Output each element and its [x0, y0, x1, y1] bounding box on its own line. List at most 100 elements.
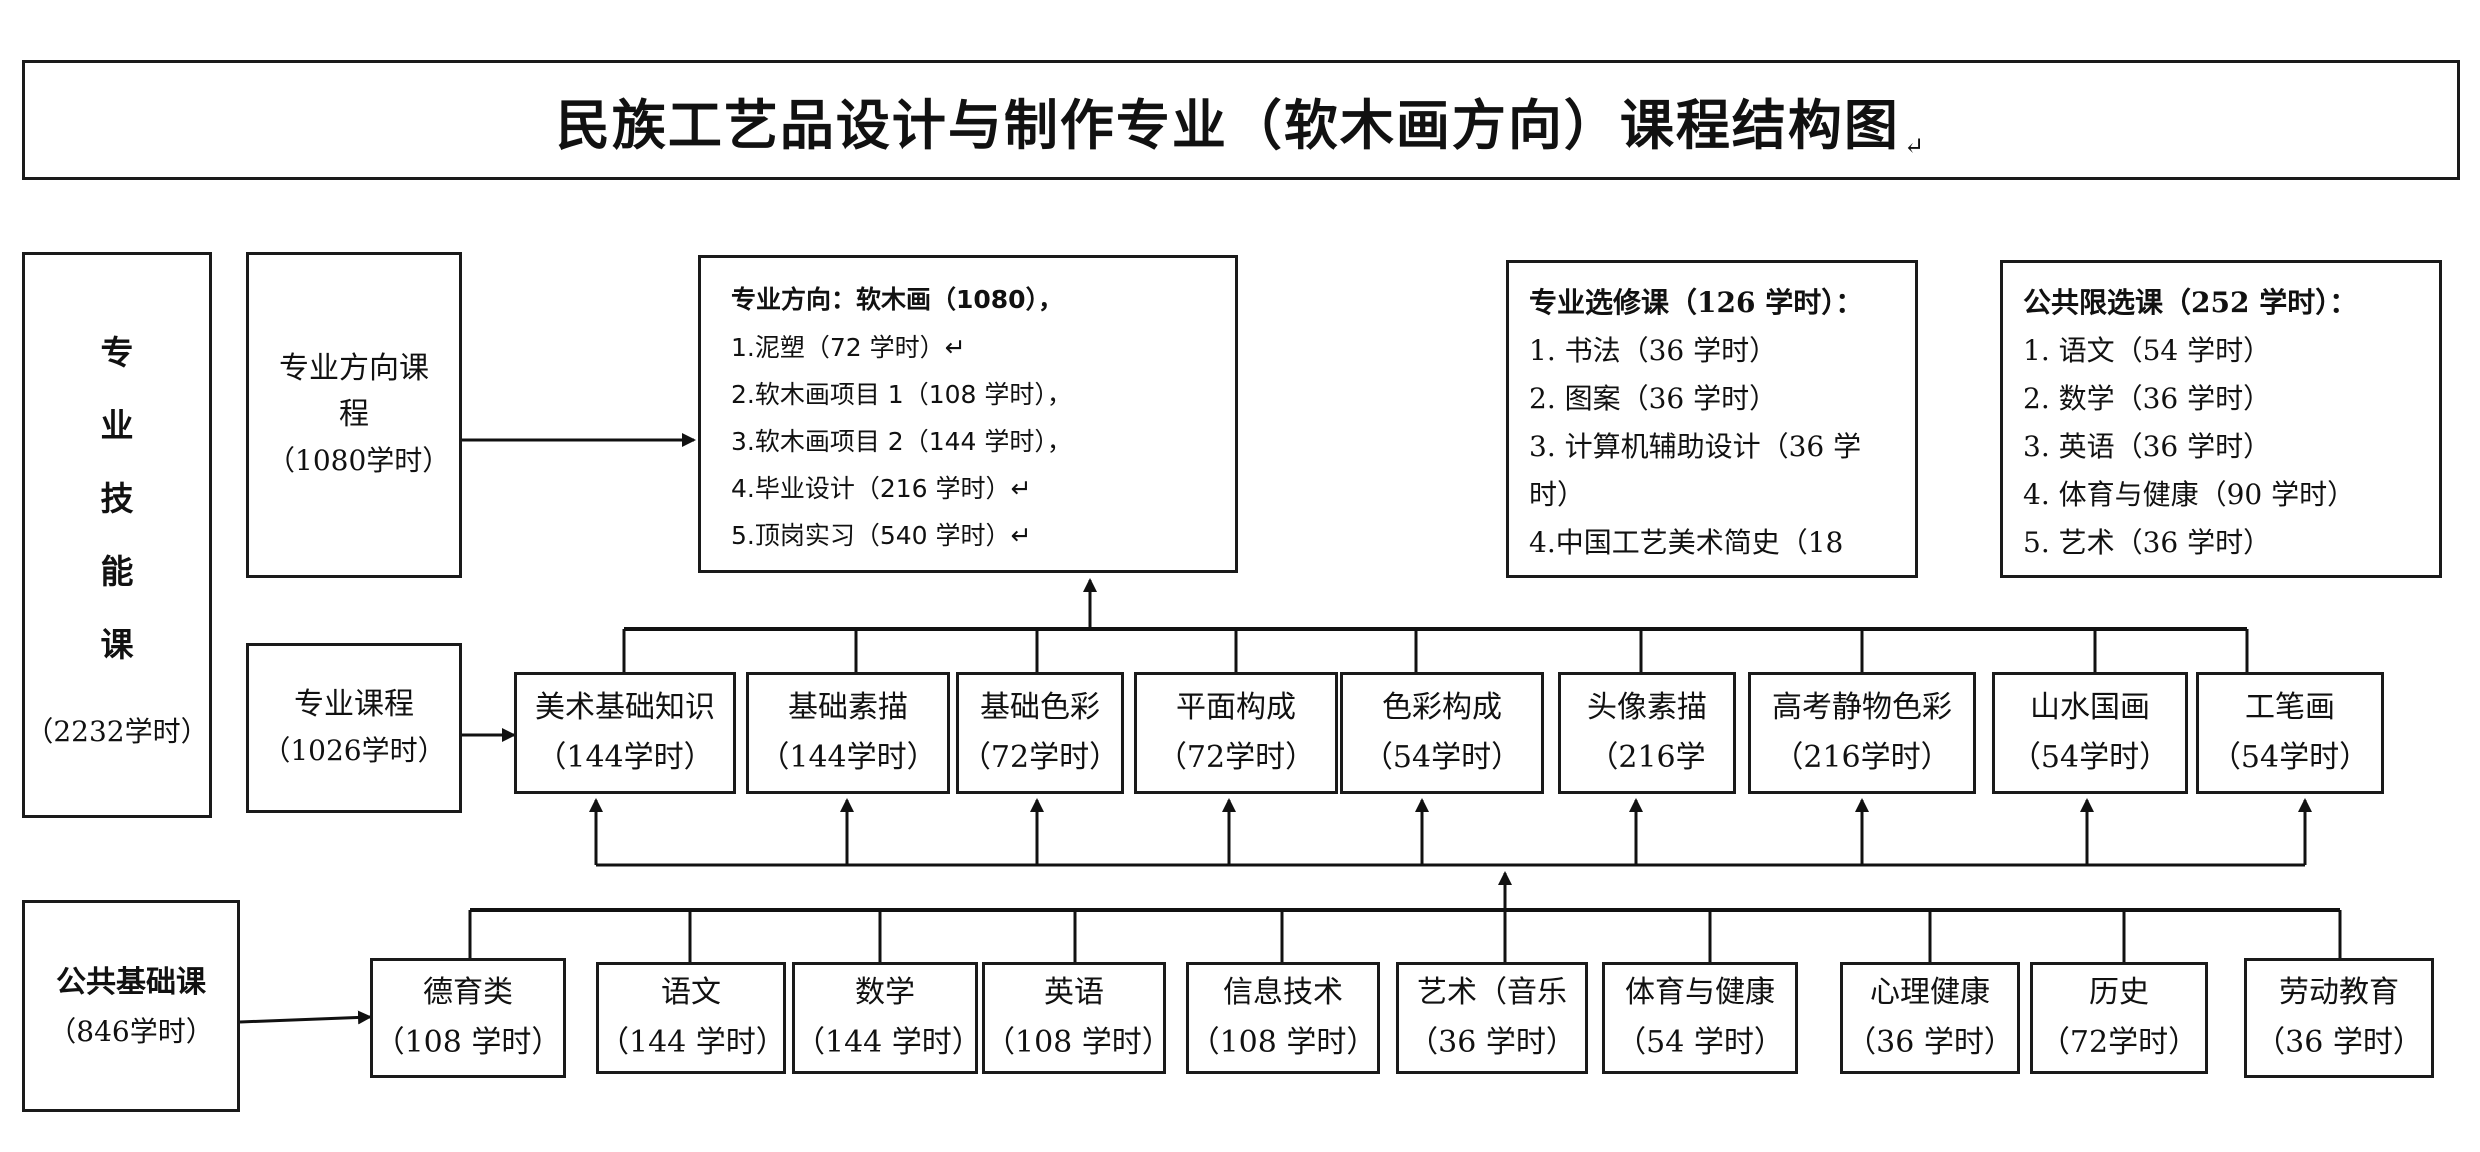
- course-hours: （36 学时）: [1408, 1025, 1576, 1060]
- public-course-item: 语文 （144 学时）: [596, 962, 786, 1074]
- course-name: 心理健康: [1870, 975, 1990, 1010]
- direction-detail-item: 1.泥塑（72 学时）↵: [731, 333, 966, 362]
- course-hours: （72学时）: [2039, 1025, 2199, 1060]
- course-name: 体育与健康: [1625, 975, 1775, 1010]
- specialty-elective-item: 2. 图案（36 学时）: [1529, 382, 1778, 415]
- public-course-item: 数学 （144 学时）: [792, 962, 982, 1074]
- diagram-title-box: 民族工艺品设计与制作专业（软木画方向）课程结构图 ↵: [22, 60, 2460, 180]
- skill-label-char: 专: [100, 332, 134, 372]
- course-hours: （72学时）: [1156, 740, 1316, 775]
- professional-course-item: 头像素描 （216学: [1558, 672, 1736, 794]
- course-hours: （216学时）: [1773, 740, 1951, 775]
- arrow-public-to-moral: [239, 1010, 372, 1025]
- direction-detail-item: 3.软木画项目 2（144 学时），: [731, 427, 1072, 456]
- course-name: 山水国画: [2030, 690, 2150, 725]
- public-elective-box: 公共限选课（252 学时）： 1. 语文（54 学时） 2. 数学（36 学时）…: [2000, 260, 2442, 578]
- course-name: 平面构成: [1176, 690, 1296, 725]
- professional-course-item: 基础素描 （144学时）: [746, 672, 950, 794]
- direction-detail-heading: 专业方向：软木画（1080），: [731, 285, 1064, 314]
- direction-detail-item: 5.顶岗实习（540 学时）↵: [731, 521, 1032, 550]
- public-basic-box: 公共基础课 （846学时）: [22, 900, 240, 1112]
- professional-course-item: 山水国画 （54学时）: [1992, 672, 2188, 794]
- direction-detail-item: 2.软木画项目 1（108 学时），: [731, 380, 1072, 409]
- course-name: 信息技术: [1223, 975, 1343, 1010]
- specialty-elective-heading: 专业选修课（126 学时）：: [1529, 286, 1864, 319]
- professional-course-hours: （1026学时）: [262, 734, 446, 767]
- public-basic-hours: （846学时）: [48, 1015, 214, 1048]
- specialty-elective-item: 1. 书法（36 学时）: [1529, 334, 1778, 367]
- course-hours: （144学时）: [536, 740, 714, 775]
- course-hours: （144 学时）: [599, 1025, 786, 1060]
- professional-course-box: 专业课程 （1026学时）: [246, 643, 462, 813]
- professional-course-label: 专业课程: [294, 687, 414, 722]
- course-name: 历史: [2089, 975, 2149, 1010]
- course-name: 工笔画: [2245, 690, 2335, 725]
- title-return-mark: ↵: [1903, 131, 1927, 160]
- course-name: 高考静物色彩: [1772, 690, 1952, 725]
- specialty-elective-box: 专业选修课（126 学时）： 1. 书法（36 学时） 2. 图案（36 学时）…: [1506, 260, 1918, 578]
- course-name: 艺术（音乐: [1417, 975, 1567, 1010]
- direction-course-label: 专业方向课程: [279, 351, 429, 432]
- course-hours: （54学时）: [2010, 740, 2170, 775]
- course-name: 基础色彩: [980, 690, 1100, 725]
- course-hours: （36 学时）: [2255, 1025, 2423, 1060]
- professional-course-item: 色彩构成 （54学时）: [1340, 672, 1544, 794]
- skill-course-group: 专 业 技 能 课 （2232学时）: [22, 252, 212, 818]
- professional-course-item: 工笔画 （54学时）: [2196, 672, 2384, 794]
- public-elective-item: 4. 体育与健康（90 学时）: [2023, 478, 2356, 511]
- skill-group-label: 专 业 技 能 课: [101, 316, 134, 681]
- course-hours: （54学时）: [1362, 740, 1522, 775]
- public-course-item: 心理健康 （36 学时）: [1840, 962, 2020, 1074]
- course-name: 色彩构成: [1382, 690, 1502, 725]
- professional-course-item: 平面构成 （72学时）: [1134, 672, 1338, 794]
- public-course-item: 英语 （108 学时）: [982, 962, 1172, 1074]
- public-course-item: 德育类 （108 学时）: [370, 958, 566, 1078]
- course-hours: （144 学时）: [795, 1025, 982, 1060]
- course-hours: （36 学时）: [1846, 1025, 2014, 1060]
- skill-label-char: 能: [100, 551, 134, 591]
- skill-label-char: 课: [100, 624, 134, 664]
- course-name: 头像素描: [1587, 690, 1707, 725]
- diagram-title-line: 民族工艺品设计与制作专业（软木画方向）课程结构图 ↵: [556, 81, 1926, 160]
- diagram-title: 民族工艺品设计与制作专业（软木画方向）课程结构图: [555, 92, 1900, 157]
- public-elective-heading: 公共限选课（252 学时）：: [2023, 286, 2358, 319]
- course-hours: （144学时）: [759, 740, 937, 775]
- course-name: 美术基础知识: [535, 690, 715, 725]
- public-basic-label: 公共基础课: [56, 965, 206, 1000]
- course-name: 劳动教育: [2279, 975, 2399, 1010]
- course-hours: （54学时）: [2210, 740, 2370, 775]
- course-hours: （108 学时）: [374, 1025, 562, 1060]
- professional-course-item: 高考静物色彩 （216学时）: [1748, 672, 1976, 794]
- direction-detail-box: 专业方向：软木画（1080）， 1.泥塑（72 学时）↵ 2.软木画项目 1（1…: [698, 255, 1238, 573]
- course-hours: （108 学时）: [985, 1025, 1172, 1060]
- professional-course-item: 基础色彩 （72学时）: [956, 672, 1124, 794]
- course-name: 数学: [855, 975, 915, 1010]
- course-hours: （108 学时）: [1189, 1025, 1377, 1060]
- course-hours: （54 学时）: [1616, 1025, 1784, 1060]
- direction-course-hours: （1080学时）: [267, 444, 451, 477]
- public-course-item: 体育与健康 （54 学时）: [1602, 962, 1798, 1074]
- professional-course-item: 美术基础知识 （144学时）: [514, 672, 736, 794]
- public-course-item: 艺术（音乐 （36 学时）: [1396, 962, 1588, 1074]
- specialty-elective-item: 3. 计算机辅助设计（36 学时）: [1529, 430, 1862, 511]
- public-course-item: 信息技术 （108 学时）: [1186, 962, 1380, 1074]
- skill-group-hours: （2232学时）: [25, 714, 209, 748]
- direction-course-box: 专业方向课程 （1080学时）: [246, 252, 462, 578]
- public-elective-item: 5. 艺术（36 学时）: [2023, 526, 2272, 559]
- course-hours: （216学: [1588, 740, 1706, 775]
- course-name: 英语: [1044, 975, 1104, 1010]
- course-name: 德育类: [423, 975, 513, 1010]
- specialty-elective-item: 4.中国工艺美术简史（18: [1529, 526, 1844, 559]
- course-name: 语文: [661, 975, 721, 1010]
- skill-label-char: 业: [100, 405, 134, 445]
- public-elective-item: 1. 语文（54 学时）: [2023, 334, 2272, 367]
- course-hours: （72学时）: [960, 740, 1120, 775]
- skill-label-char: 技: [100, 478, 134, 518]
- direction-detail-item: 4.毕业设计（216 学时）↵: [731, 474, 1032, 503]
- public-course-item: 劳动教育 （36 学时）: [2244, 958, 2434, 1078]
- public-elective-item: 2. 数学（36 学时）: [2023, 382, 2272, 415]
- public-course-item: 历史 （72学时）: [2030, 962, 2208, 1074]
- course-name: 基础素描: [788, 690, 908, 725]
